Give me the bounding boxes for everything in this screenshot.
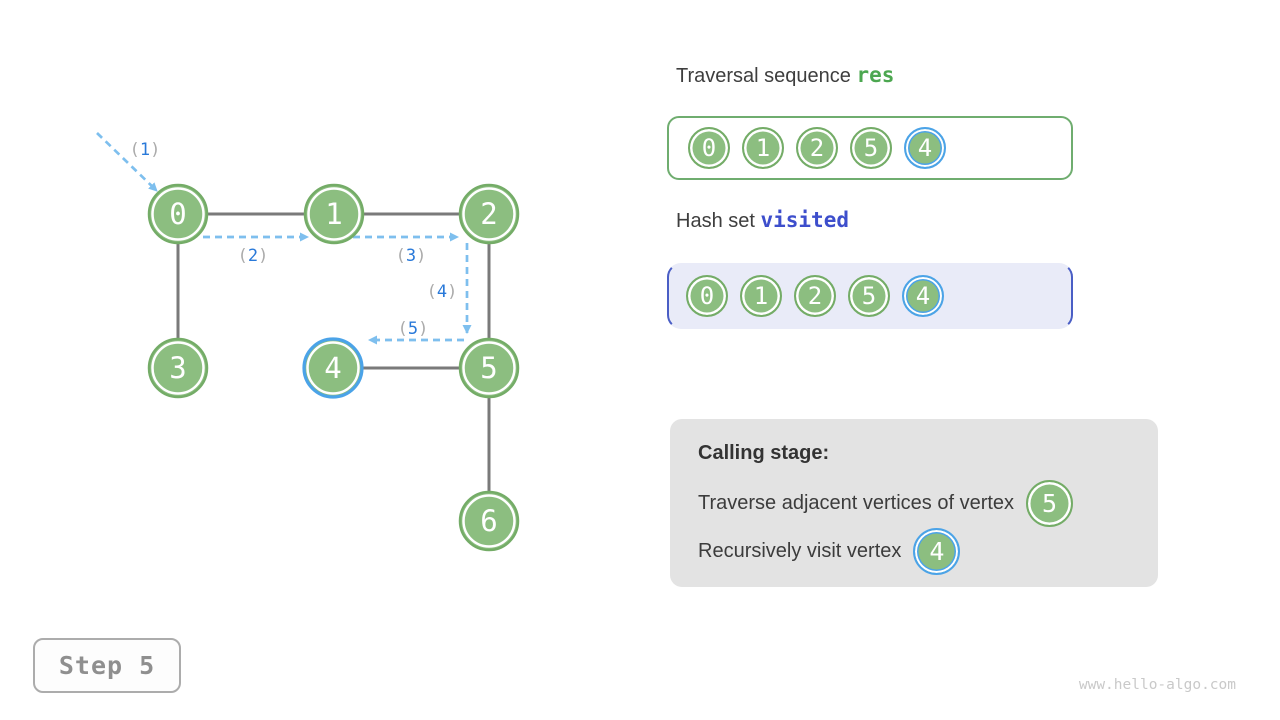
node-chip-4: 4 (904, 127, 946, 169)
calling-stage-heading: Calling stage: (698, 442, 830, 464)
node-chip-4: 4 (902, 275, 944, 317)
node-chip-2: 2 (796, 127, 838, 169)
svg-text:1: 1 (325, 197, 342, 231)
watermark: www.hello-algo.com (1078, 677, 1236, 693)
node-chip-0: 0 (686, 275, 728, 317)
node-chip-5: 5 (850, 127, 892, 169)
step-order-label-2: (2) (238, 246, 269, 266)
node-chip-5: 5 (1026, 479, 1074, 527)
graph-node-3: 3 (147, 337, 209, 399)
graph-node-2: 2 (458, 183, 520, 245)
res-code-label: res (856, 63, 895, 87)
calling-stage-box: Calling stage: Traverse adjacent vertice… (670, 419, 1158, 587)
node-chip-2: 2 (794, 275, 836, 317)
node-chip-0: 0 (688, 127, 730, 169)
svg-text:2: 2 (480, 197, 497, 231)
calling-stage-line-text: Traverse adjacent vertices of vertex (698, 491, 1015, 514)
svg-text:0: 0 (169, 197, 186, 231)
calling-stage-line-1: Traverse adjacent vertices of vertex 5 (698, 479, 1130, 527)
step-order-label-4: (4) (427, 282, 458, 302)
step-order-label-5: (5) (398, 319, 429, 339)
visited-code-label: visited (760, 208, 849, 232)
svg-text:5: 5 (480, 351, 497, 385)
graph-node-0: 0 (147, 183, 209, 245)
graph-node-5: 5 (458, 337, 520, 399)
res-title-text: Traversal sequence (676, 65, 857, 87)
graph-node-1: 1 (303, 183, 365, 245)
graph-node-4: 4 (302, 337, 364, 399)
node-chip-4: 4 (913, 527, 961, 575)
calling-stage-line-text: Recursively visit vertex (698, 539, 902, 562)
graph-diagram: (1) (2) (3)(4) (5) 0 1 2 3 4 5 6 (96, 132, 520, 552)
traversal-arrow-1 (96, 132, 158, 192)
step-indicator: Step 5 (33, 638, 181, 693)
node-chip-5: 5 (848, 275, 890, 317)
svg-text:4: 4 (324, 351, 341, 385)
svg-text:3: 3 (169, 351, 186, 385)
calling-stage-line-2: Recursively visit vertex 4 (698, 527, 1130, 575)
node-chip-1: 1 (740, 275, 782, 317)
step-order-label-3: (3) (396, 246, 427, 266)
graph-node-6: 6 (458, 490, 520, 552)
svg-text:6: 6 (480, 504, 497, 538)
visited-panel-title: Hash set visited (676, 208, 849, 233)
res-panel-title: Traversal sequence res (676, 63, 894, 88)
step-order-label-1: (1) (130, 140, 161, 160)
visited-title-text: Hash set (676, 210, 761, 232)
step-label: Step 5 (58, 651, 156, 680)
node-chip-1: 1 (742, 127, 784, 169)
